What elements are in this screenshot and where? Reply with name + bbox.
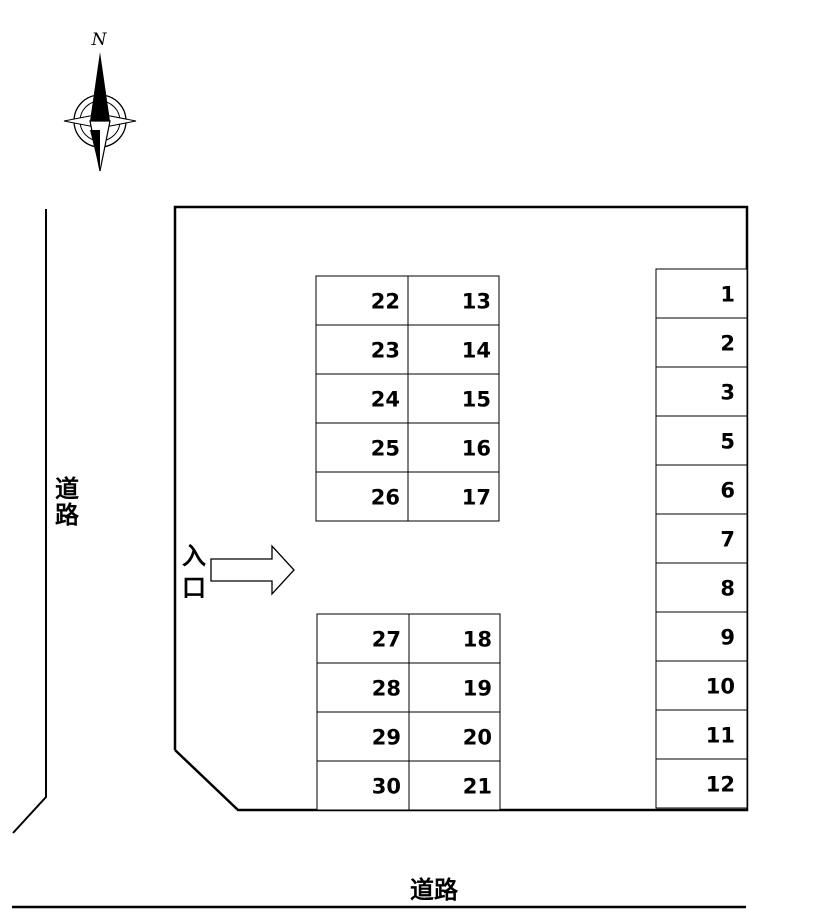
compass-rose: N: [63, 30, 137, 172]
parking-space-12: [655, 758, 748, 809]
west-road-label-top: 道: [55, 475, 79, 503]
parking-space-number-30: 30: [372, 775, 401, 799]
entrance-label-bottom: 口: [182, 574, 206, 602]
parking-space-25: [315, 422, 409, 473]
parking-space-number-8: 8: [720, 577, 735, 601]
parking-space-number-18: 18: [463, 628, 492, 652]
parking-space-5: [655, 415, 748, 466]
parking-space-23: [315, 324, 409, 375]
parking-space-6: [655, 464, 748, 515]
entrance-label-top: 入: [182, 542, 206, 570]
parking-space-21: [408, 760, 501, 811]
parking-space-number-25: 25: [371, 437, 400, 461]
parking-space-number-24: 24: [371, 388, 400, 412]
parking-space-3: [655, 366, 748, 417]
parking-spaces: 2223242526131415161727282930181920211235…: [315, 268, 748, 811]
parking-space-number-14: 14: [462, 339, 491, 363]
parking-space-8: [655, 562, 748, 613]
west-road-edge: [12, 209, 47, 834]
parking-space-number-6: 6: [720, 479, 735, 503]
parking-space-number-26: 26: [371, 486, 400, 510]
parking-space-30: [316, 760, 410, 811]
parking-space-29: [316, 711, 410, 762]
parking-space-number-9: 9: [720, 626, 735, 650]
parking-space-number-3: 3: [720, 381, 735, 405]
parking-space-27: [316, 613, 410, 664]
parking-space-number-28: 28: [372, 677, 401, 701]
parking-space-number-16: 16: [462, 437, 491, 461]
parking-space-28: [316, 662, 410, 713]
parking-space-number-23: 23: [371, 339, 400, 363]
parking-space-number-1: 1: [720, 283, 735, 307]
parking-space-16: [407, 422, 500, 473]
parking-space-number-27: 27: [372, 628, 401, 652]
parking-space-2: [655, 317, 748, 368]
parking-space-number-5: 5: [720, 430, 735, 454]
parking-space-22: [315, 275, 409, 326]
parking-space-number-29: 29: [372, 726, 401, 750]
parking-space-18: [408, 613, 501, 664]
parking-space-number-13: 13: [462, 290, 491, 314]
parking-space-1: [655, 268, 748, 319]
parking-space-number-11: 11: [706, 724, 735, 748]
parking-space-15: [407, 373, 500, 424]
parking-space-10: [655, 660, 748, 711]
south-road-label: 道路: [410, 876, 459, 904]
parking-space-number-10: 10: [706, 675, 735, 699]
parking-space-19: [408, 662, 501, 713]
parking-space-number-21: 21: [463, 775, 492, 799]
parking-space-26: [315, 471, 409, 522]
parking-space-number-15: 15: [462, 388, 491, 412]
parking-space-number-2: 2: [720, 332, 735, 356]
parking-space-number-19: 19: [463, 677, 492, 701]
west-road-label-bottom: 路: [55, 501, 80, 529]
parking-space-number-17: 17: [462, 486, 491, 510]
entrance-arrow-icon: [210, 544, 295, 596]
parking-space-7: [655, 513, 748, 564]
compass-needle-shade-icon: [90, 130, 100, 171]
compass-north-label: N: [91, 30, 108, 50]
parking-space-number-12: 12: [706, 773, 735, 797]
parking-space-number-20: 20: [463, 726, 492, 750]
parking-space-17: [407, 471, 500, 522]
parking-space-number-7: 7: [720, 528, 735, 552]
compass-needle-north-icon: [90, 52, 110, 121]
parking-space-number-22: 22: [371, 290, 400, 314]
parking-space-11: [655, 709, 748, 760]
